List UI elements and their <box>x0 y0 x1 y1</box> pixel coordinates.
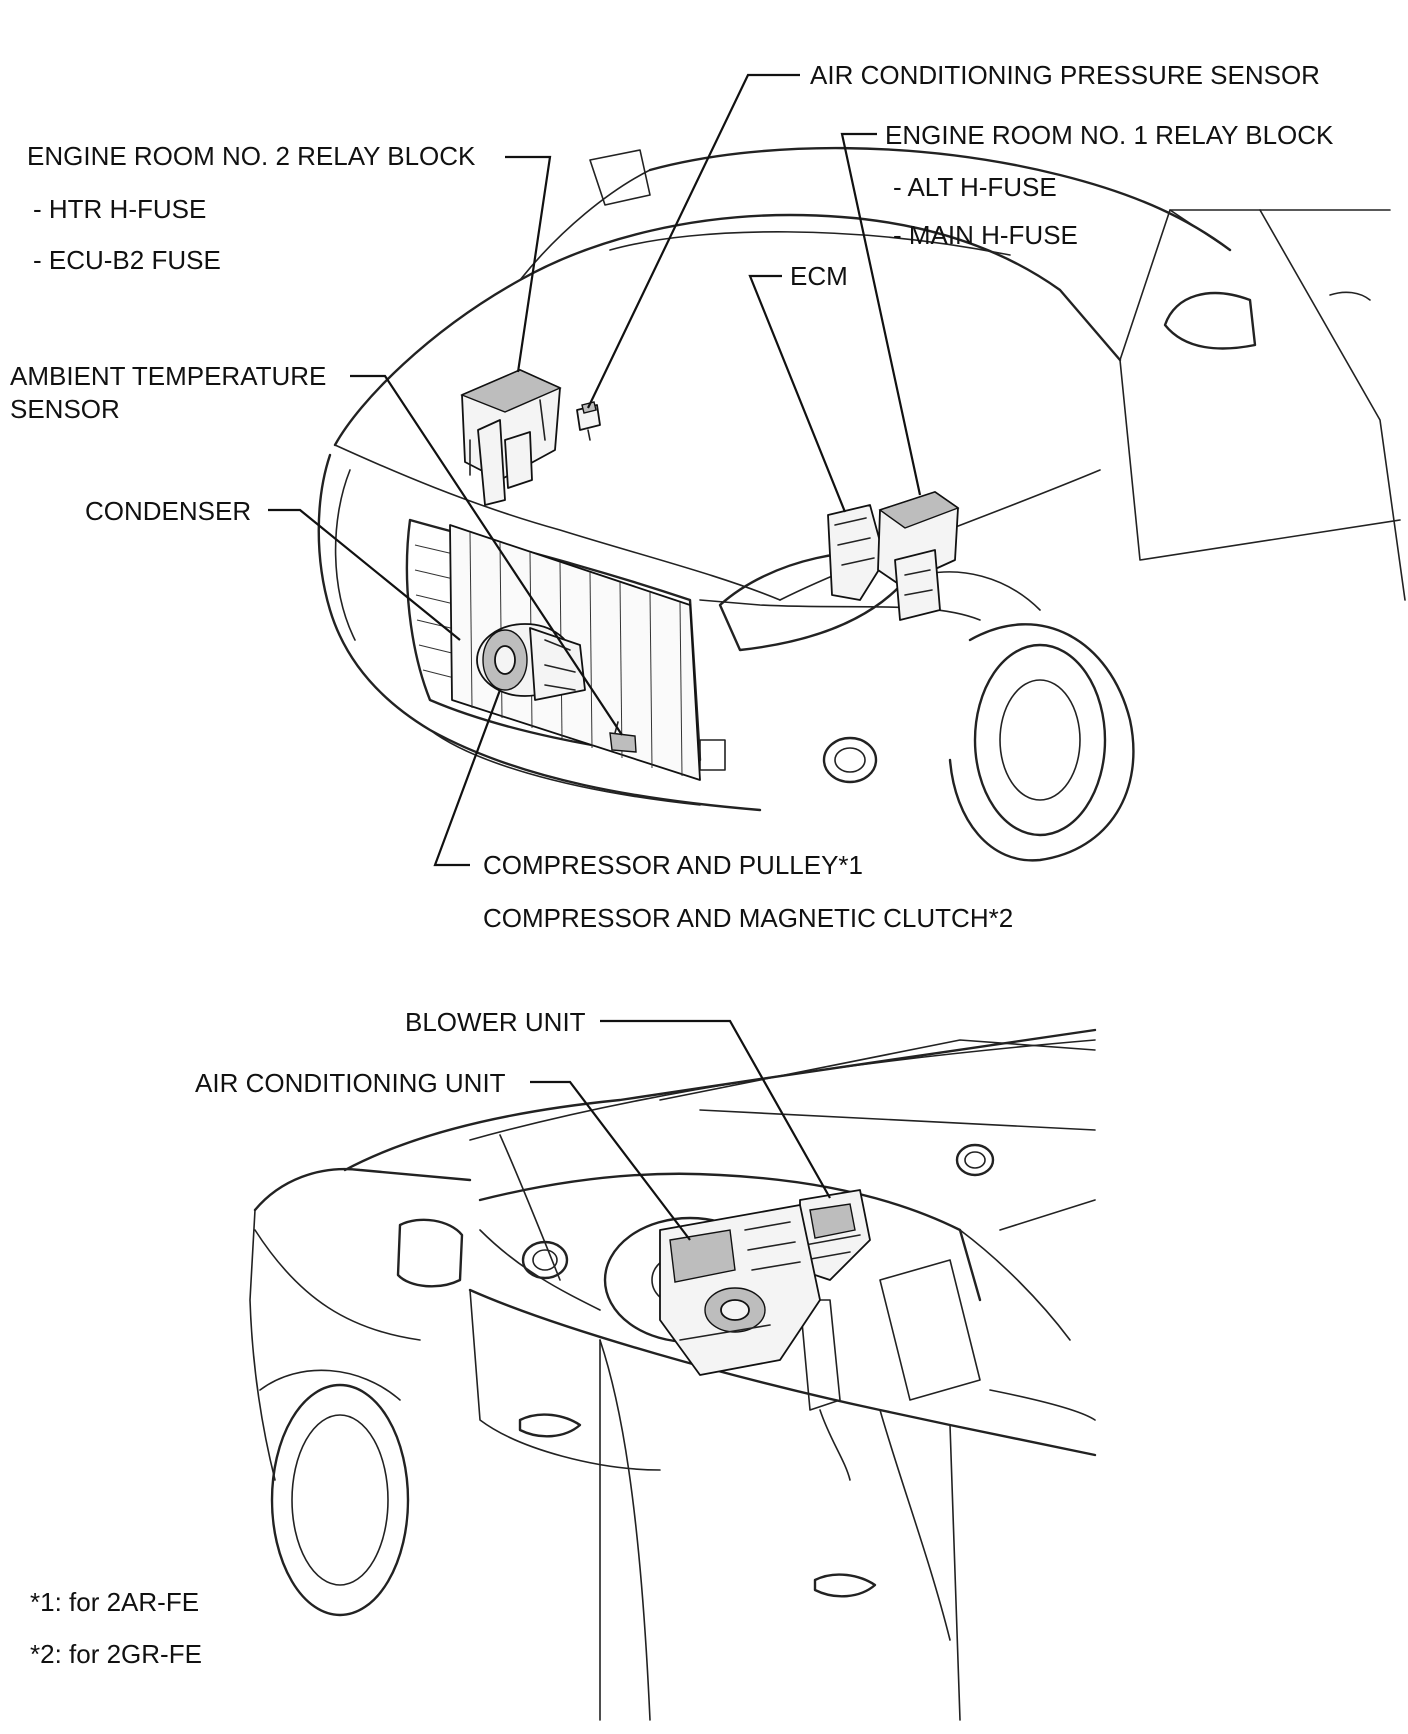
relay-block-1-part <box>877 491 960 621</box>
ac-unit-part <box>659 1204 821 1376</box>
condenser-label: CONDENSER <box>85 496 251 526</box>
top-labels: AIR CONDITIONING PRESSURE SENSOR ENGINE … <box>10 60 1334 933</box>
compressor-pulley-label: COMPRESSOR AND PULLEY*1 <box>483 850 863 880</box>
relay-block-1-label: ENGINE ROOM NO. 1 RELAY BLOCK <box>885 120 1334 150</box>
compressor-part <box>476 623 586 701</box>
blower-unit-part <box>799 1189 871 1281</box>
relay-block-1-fuse-a-label: - ALT H-FUSE <box>893 172 1057 202</box>
ambient-sensor-label-line2: SENSOR <box>10 394 120 424</box>
ac-unit-label: AIR CONDITIONING UNIT <box>195 1068 506 1098</box>
bottom-labels: BLOWER UNIT AIR CONDITIONING UNIT <box>195 1007 586 1098</box>
footnote-2: *2: for 2GR-FE <box>30 1639 202 1669</box>
ac-pressure-sensor-part <box>576 401 601 441</box>
relay-block-1-fuse-b-label: - MAIN H-FUSE <box>893 220 1078 250</box>
ecm-part <box>827 504 886 601</box>
relay-block-2-fuse-b-label: - ECU-B2 FUSE <box>33 245 221 275</box>
relay-block-2-fuse-a-label: - HTR H-FUSE <box>33 194 206 224</box>
relay-block-2-label: ENGINE ROOM NO. 2 RELAY BLOCK <box>27 141 476 171</box>
footnotes: *1: for 2AR-FE *2: for 2GR-FE <box>30 1587 202 1669</box>
top-leader-lines <box>268 73 922 867</box>
compressor-clutch-label: COMPRESSOR AND MAGNETIC CLUTCH*2 <box>483 903 1013 933</box>
vehicle-front-illustration <box>317 146 1406 862</box>
vehicle-interior-illustration <box>249 1028 1097 1721</box>
footnote-1: *1: for 2AR-FE <box>30 1587 199 1617</box>
ac-pressure-sensor-label: AIR CONDITIONING PRESSURE SENSOR <box>810 60 1320 90</box>
ambient-sensor-label-line1: AMBIENT TEMPERATURE <box>10 361 326 391</box>
ecm-label: ECM <box>790 261 848 291</box>
blower-unit-label: BLOWER UNIT <box>405 1007 586 1037</box>
bottom-leader-lines <box>530 1019 831 1241</box>
relay-block-2-part <box>460 369 562 506</box>
